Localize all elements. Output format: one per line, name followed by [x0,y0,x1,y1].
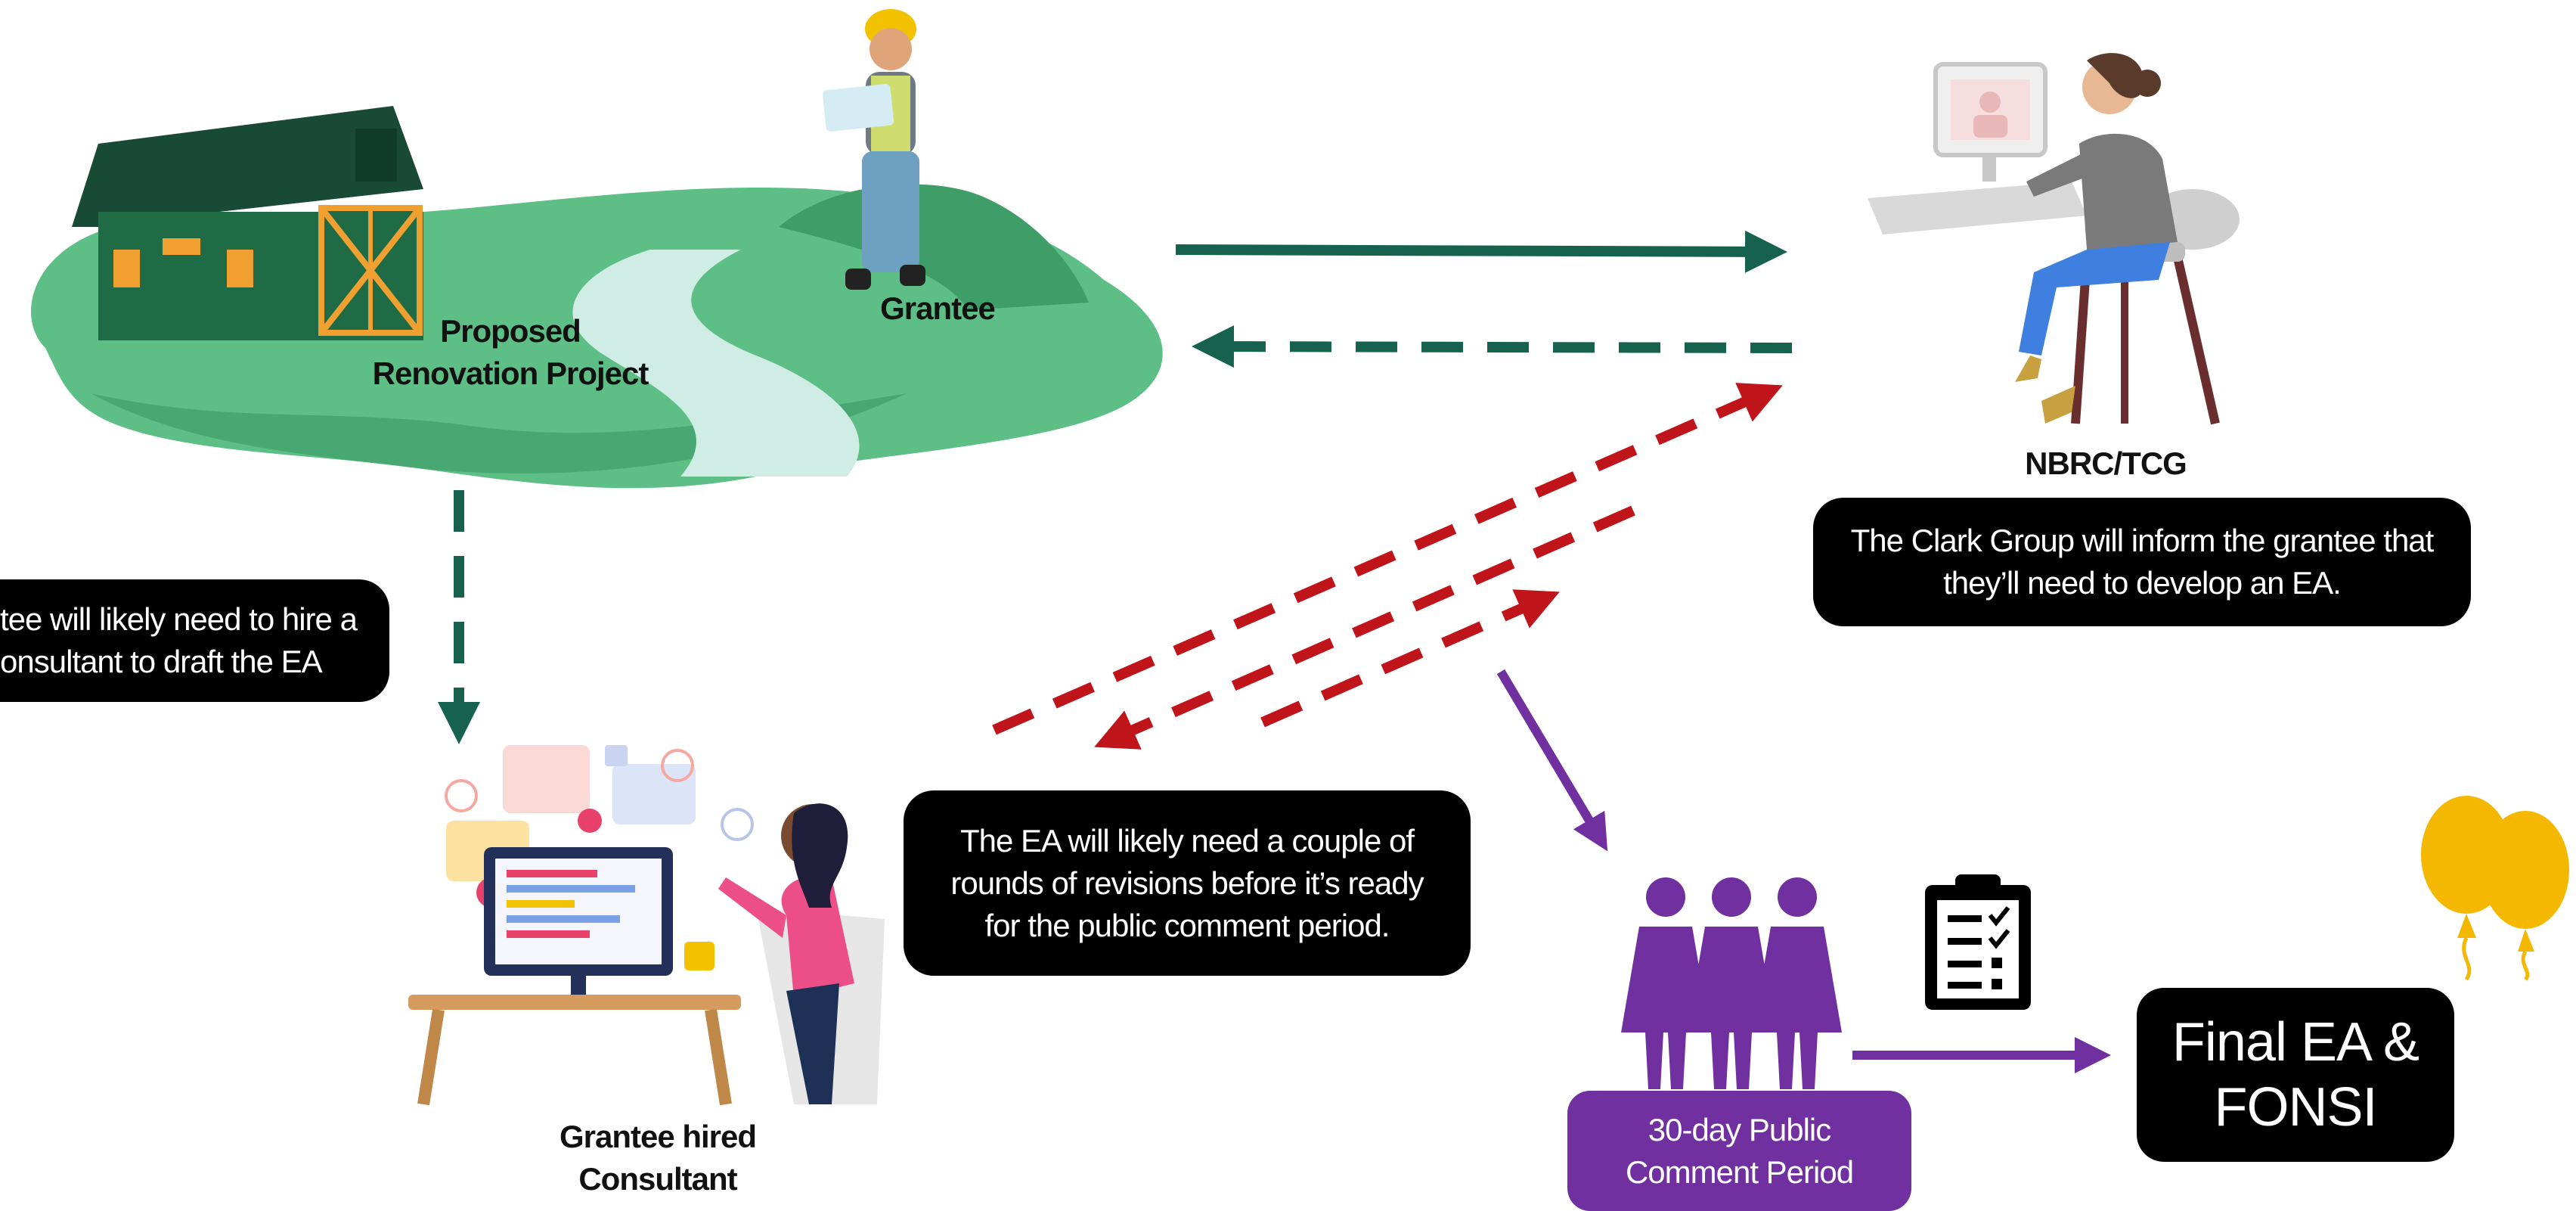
arrows [438,230,2111,1073]
hire-consultant-text: tee will likely need to hire a onsultant… [0,601,358,679]
final-ea-fonsi-text: Final EA & FONSI [2171,1012,2419,1138]
clark-group-text: The Clark Group will inform the grantee … [1850,523,2435,601]
consultant-label: Grantee hired Consultant [559,1119,757,1197]
arrow-revision-to-agency [992,383,1783,735]
grantee-label: Grantee [880,290,996,326]
hire-consultant-callout: tee will likely need to hire a onsultant… [0,579,389,702]
clark-group-callout: The Clark Group will inform the grantee … [1813,498,2471,626]
balloons-icon [2421,796,2569,981]
clipboard-checklist-icon [1925,874,2031,1010]
barn-icon [72,106,423,340]
revisions-callout: The EA will likely need a couple of roun… [904,790,1471,976]
arrow-agency-to-comment [1496,669,1608,852]
arrow-project-to-agency [1175,230,1787,273]
revisions-text: The EA will likely need a couple of roun… [950,822,1424,943]
worker-icon [823,9,925,290]
agency-label: NBRC/TCG [2025,446,2187,481]
woman-at-computer-icon [1868,53,2240,425]
arrow-agency-to-project [1192,325,1793,368]
comment-period-box: 30-day Public Comment Period [1567,1091,1911,1211]
developer-at-desk-icon [408,745,885,1106]
project-label: Proposed Renovation Project [372,313,649,391]
arrow-revision-to-consultant [1094,505,1635,750]
final-ea-fonsi-box: Final EA & FONSI [2137,988,2454,1162]
arrow-revision-back [1260,589,1560,728]
comment-period-text: 30-day Public Comment Period [1625,1111,1854,1190]
people-group-icon [1621,877,1842,1089]
